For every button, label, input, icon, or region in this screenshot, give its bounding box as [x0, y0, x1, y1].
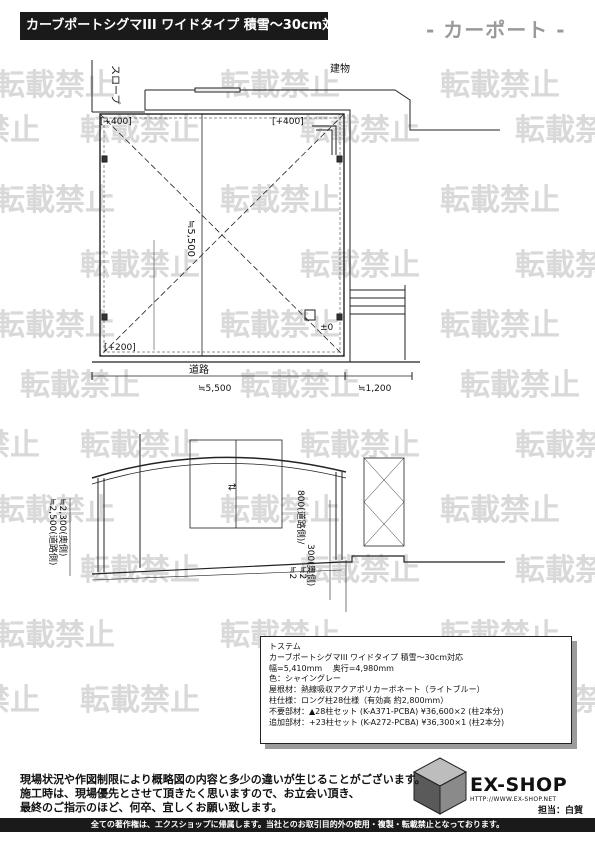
note-line: 施工時は、現場優先とさせて頂きたく思いますので、お立会い頂き、: [20, 787, 360, 800]
post: [336, 313, 343, 321]
plan-view: [91, 60, 500, 380]
elevation-labels: ≒2,500(道路側) ≒2,300(奥側) 800(道路側)/ 300(奥側)…: [47, 490, 317, 586]
logo-name: EX-SHOP: [470, 774, 568, 796]
building-wall: [144, 90, 351, 160]
post: [336, 155, 343, 163]
roof-arc: [91, 462, 347, 485]
watermark: 転載禁止: [515, 248, 595, 283]
watermark: 転載禁止: [515, 553, 595, 588]
logo-url[interactable]: HTTP://WWW.EX-SHOP.NET: [470, 796, 557, 803]
watermark: 転載禁止: [0, 308, 115, 343]
watermark: 転載禁止: [515, 428, 595, 463]
logo-cube-icon: [412, 757, 468, 815]
arrow-icon: ⇄: [228, 482, 236, 493]
spec-size: 幅=5,410mm 奥行=4,980mm: [269, 663, 394, 673]
roof-inner-border: [103, 117, 341, 353]
watermark: 転載禁止: [300, 428, 420, 463]
watermark-layer: 転載禁止 転載禁止 転載禁止 転載禁止 転載禁止 転載禁止 転載禁止 転載禁止 …: [0, 68, 595, 718]
watermark: 転載禁止: [460, 368, 580, 403]
watermark: 転載禁止: [300, 553, 420, 588]
watermark: 転載禁止: [0, 68, 115, 103]
level-mark: ±0: [320, 323, 334, 333]
watermark: 転載禁止: [220, 183, 340, 218]
header: カーブポートシグマIII ワイドタイプ 積雪～30cm対応 - カーポート -: [0, 12, 595, 42]
spec-maker: トステム: [269, 642, 301, 651]
building-window: [194, 87, 241, 93]
footer-copyright: 全ての著作権は、エクスショップに帰属します。当社とのお取引目的外の使用・複製・転…: [0, 818, 595, 832]
height-label: ≒2,500(道路側): [47, 498, 59, 565]
spec-box: トステム カーブポートシグマIII ワイドタイプ 積雪～30cm対応 幅=5,4…: [260, 636, 572, 744]
side-window: [363, 457, 405, 547]
width-dimension: ≒5,500: [198, 384, 232, 394]
offset-label: [+400]: [272, 117, 304, 127]
spec-roof: 屋根材：熱線吸収アクアポリカーボネート（ライトブルー）: [269, 685, 485, 695]
spec-color: 色：シャイングレー: [269, 674, 341, 684]
building-outline: [145, 89, 500, 131]
gutter-box: [304, 309, 316, 321]
watermark: 転載禁止: [220, 308, 340, 343]
offset-label: [+400]: [100, 117, 132, 127]
watermark: 転載禁止: [0, 683, 40, 718]
notes: 現場状況や作図制限により概略図の内容と多少の違いが生じることがございます。 施工…: [20, 773, 426, 815]
slope-label: スロープ: [109, 65, 121, 104]
height-label: ≒2,300(奥側): [57, 498, 69, 556]
watermark: 転載禁止: [20, 368, 140, 403]
carport-roof: [99, 113, 345, 357]
elevation-view: ⇄: [69, 434, 505, 612]
post: [101, 313, 108, 321]
ground-line-2: [91, 569, 343, 581]
watermark: 転載禁止: [80, 683, 200, 718]
watermark: 転載禁止: [0, 618, 115, 653]
spec-added-parts: 追加部材：+23柱セット (K-A272-PCBA) ¥36,300×1 (柱2…: [269, 717, 505, 727]
watermark: 転載禁止: [300, 248, 420, 283]
watermark: 転載禁止: [440, 308, 560, 343]
roof-arc: [91, 456, 347, 479]
building-label: 建物: [330, 62, 350, 75]
person-in-charge: 担当：白賀: [538, 806, 584, 816]
watermark: 転載禁止: [0, 113, 40, 148]
post-height-label: ≒2: [287, 566, 297, 579]
watermark: 転載禁止: [0, 428, 40, 463]
side-dimension: ≒1,200: [358, 384, 392, 394]
note-line: 現場状況や作図制限により概略図の内容と多少の違いが生じることがございます。: [20, 773, 426, 786]
downspout: [316, 129, 333, 155]
offset-label: [+200]: [104, 343, 136, 353]
watermark: 転載禁止: [220, 493, 340, 528]
depth-dimension: ≒5,500: [185, 220, 196, 257]
spec-removed-parts: 不要部材：▲28柱セット (K-A371-PCBA) ¥36,600×2 (柱2…: [269, 706, 504, 716]
downspout: [312, 125, 337, 155]
post: [101, 155, 108, 163]
ground-line: [91, 555, 505, 575]
clearance-label: 800(道路側)/: [295, 490, 307, 545]
roof-diagonal: [99, 113, 345, 357]
watermark: 転載禁止: [440, 68, 560, 103]
watermark: 転載禁止: [220, 68, 340, 103]
note-line: 最終のご指示のほど、何卒、宜しくお願い致します。: [20, 801, 283, 814]
spec-posts: 柱仕様：ロング柱28仕様（有効高 約2,800mm）: [269, 695, 449, 705]
watermark: 転載禁止: [440, 183, 560, 218]
watermark: 転載禁止: [440, 493, 560, 528]
watermark: 転載禁止: [240, 368, 360, 403]
page-title: カーブポートシグマIII ワイドタイプ 積雪～30cm対応: [20, 12, 348, 40]
watermark: 転載禁止: [0, 493, 115, 528]
watermark: 転載禁止: [80, 248, 200, 283]
spec-product: カーブポートシグマIII ワイドタイプ 積雪～30cm対応: [269, 652, 464, 662]
clearance-label: 300(奥側): [305, 544, 317, 586]
plan-labels: 建物 スロープ 道路 [+400] [+400] [+200] ≒5,500 ≒…: [100, 62, 392, 394]
category-label: - カーポート -: [426, 18, 566, 42]
watermark: 転載禁止: [515, 113, 595, 148]
side-window-cross: [363, 457, 405, 547]
post-height-label: ≒2: [297, 566, 307, 579]
road-label: 道路: [189, 363, 209, 376]
watermark: 転載禁止: [0, 183, 115, 218]
